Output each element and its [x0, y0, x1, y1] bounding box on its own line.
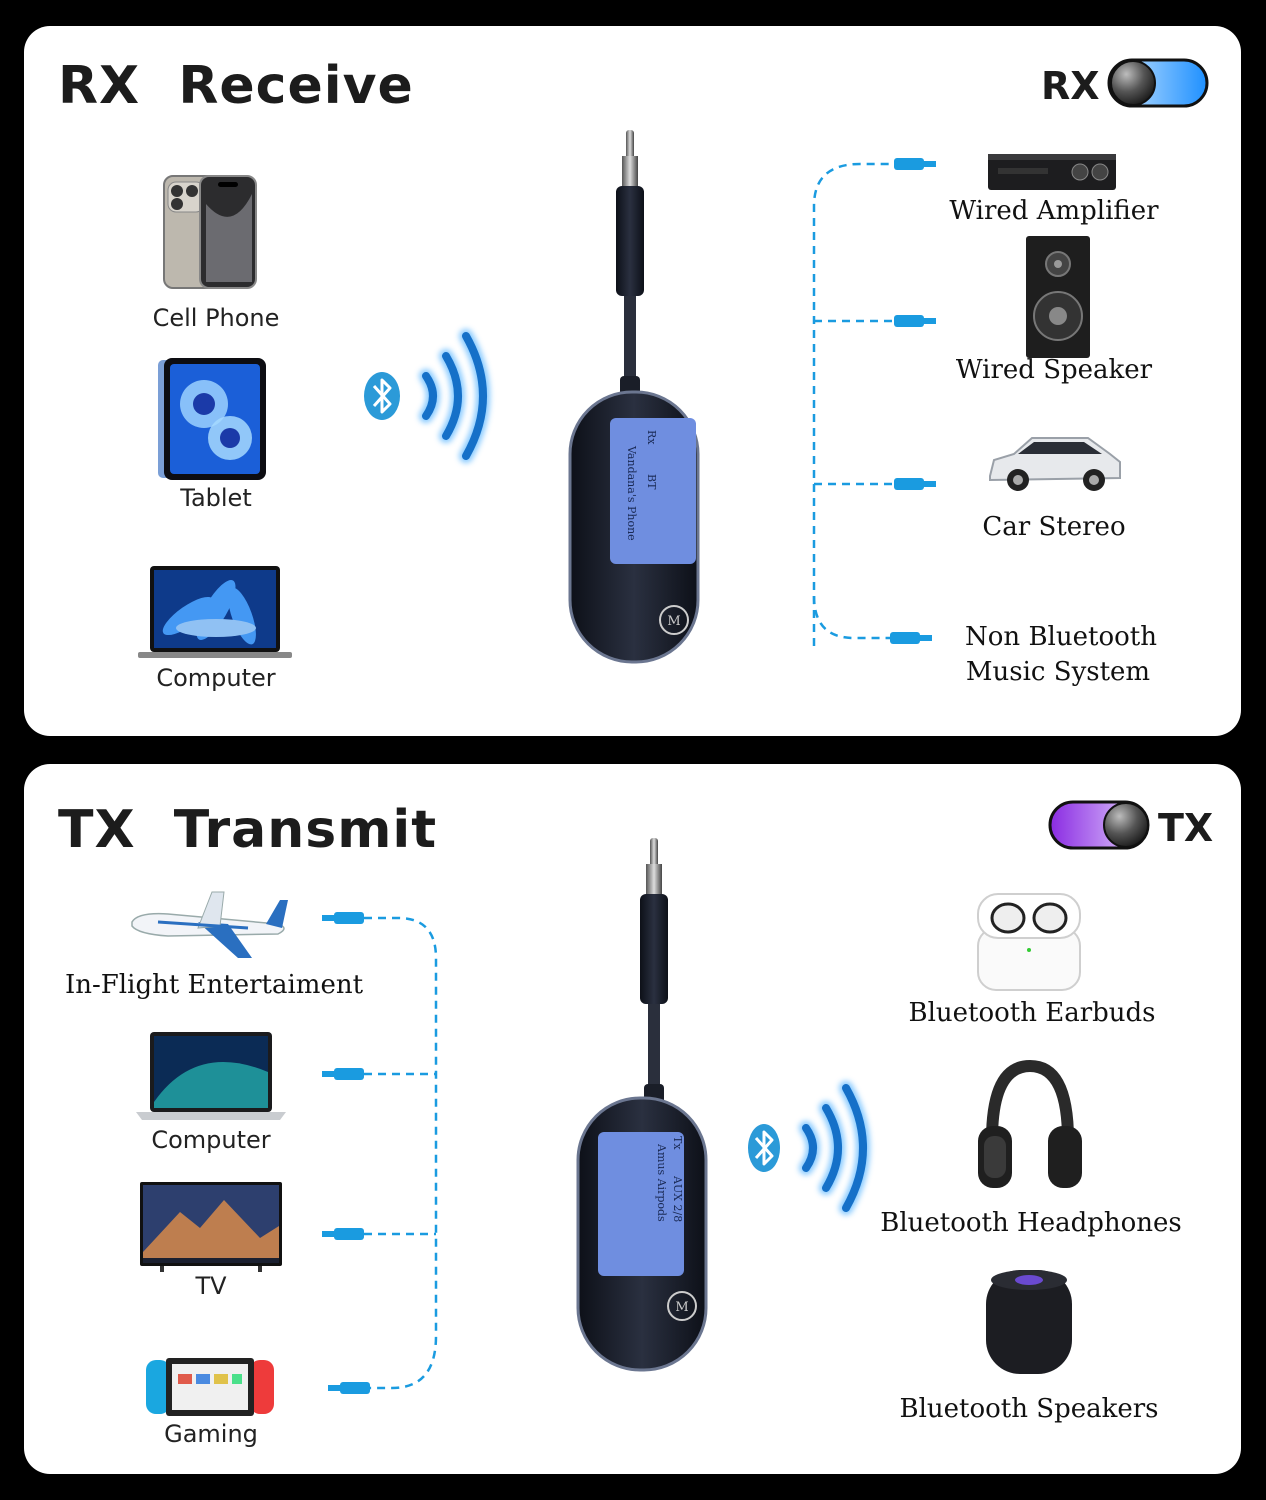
earbuds-icon: [977, 893, 1081, 991]
tx-source-connections: [322, 912, 438, 1394]
bluetooth-signal-icon: [748, 1081, 870, 1215]
source-label-cell-phone: Cell Phone: [152, 304, 280, 332]
output-label-car-stereo: Car Stereo: [982, 512, 1126, 542]
source-label-tv: TV: [195, 1272, 227, 1300]
tx-screen-mode: Tx: [671, 1136, 684, 1150]
output-label-speakers: Bluetooth Speakers: [899, 1394, 1159, 1424]
game-console-icon: [146, 1358, 274, 1416]
bluetooth-adapter-device: M: [576, 838, 708, 1372]
rx-panel: RX Receive RX Cell Phone Tablet: [24, 26, 1241, 736]
svg-text:M: M: [675, 1300, 688, 1315]
tx-mode-toggle[interactable]: [1048, 800, 1152, 850]
bluetooth-adapter-device: M: [568, 130, 700, 664]
rx-mode-toggle[interactable]: [1107, 58, 1211, 108]
bluetooth-signal-icon: [364, 329, 490, 463]
amplifier-icon: [988, 154, 1116, 190]
output-label-wired-speaker: Wired Speaker: [955, 355, 1153, 385]
cell-phone-icon: [163, 175, 257, 289]
source-label-computer: Computer: [151, 1126, 271, 1154]
smart-speaker-icon: [986, 1270, 1072, 1374]
svg-text:M: M: [667, 614, 680, 629]
output-label-music-system: Music System: [965, 657, 1151, 687]
rx-screen-mode: Rx: [645, 430, 658, 445]
source-label-in-flight: In-Flight Entertaiment: [64, 970, 364, 1000]
tv-icon: [140, 1182, 282, 1272]
output-label-earbuds: Bluetooth Earbuds: [908, 998, 1156, 1028]
source-label-tablet: Tablet: [180, 484, 252, 512]
tx-mode-label: TX: [1158, 806, 1214, 850]
tx-screen-device-name: Amus Airpods: [655, 1144, 668, 1222]
rx-mode-label: RX: [1041, 64, 1100, 108]
tx-panel: TX Transmit TX In-Flight Entertaiment Co…: [24, 764, 1241, 1474]
car-icon: [989, 437, 1121, 491]
rx-title: RX Receive: [58, 56, 414, 116]
output-label-non-bluetooth: Non Bluetooth: [965, 622, 1157, 652]
source-label-gaming: Gaming: [164, 1420, 258, 1448]
laptop-icon: [138, 566, 292, 658]
output-label-wired-amplifier: Wired Amplifier: [949, 196, 1159, 226]
output-label-headphones: Bluetooth Headphones: [880, 1208, 1182, 1238]
rx-screen-device-name: Vandana's Phone: [625, 446, 638, 541]
laptop-icon: [136, 1032, 286, 1120]
tx-title: TX Transmit: [58, 800, 438, 860]
speaker-icon: [1026, 236, 1090, 358]
source-label-computer: Computer: [156, 664, 276, 692]
headphones-icon: [978, 1059, 1082, 1188]
tx-screen-source: AUX 2/8: [671, 1176, 684, 1223]
airplane-icon: [131, 891, 288, 958]
rx-output-connections: [812, 158, 936, 646]
tablet-icon: [158, 358, 266, 480]
rx-screen-bt: BT: [645, 474, 658, 490]
